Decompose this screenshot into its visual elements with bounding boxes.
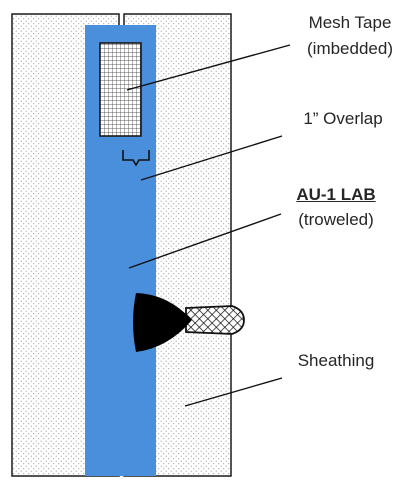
label-product-note: (troweled) xyxy=(298,210,374,229)
label-mesh-tape: Mesh Tape (imbedded) xyxy=(296,12,404,60)
label-overlap-text: 1” Overlap xyxy=(303,109,383,128)
leader-overlap xyxy=(140,135,283,181)
label-sheathing: Sheathing xyxy=(284,350,388,372)
label-mesh-tape-line2: (imbedded) xyxy=(307,39,393,58)
overlap-brace xyxy=(122,150,150,167)
label-product-name: AU-1 LAB xyxy=(296,185,376,204)
label-au1-lab: AU-1 LAB (troweled) xyxy=(284,184,388,231)
label-mesh-tape-line1: Mesh Tape xyxy=(308,13,392,32)
label-sheathing-text: Sheathing xyxy=(297,351,375,370)
leader-sheathing xyxy=(184,377,283,407)
trowel-icon xyxy=(133,293,245,352)
mesh-tape xyxy=(99,42,142,137)
leader-mesh-tape xyxy=(126,44,291,91)
leader-au1-lab xyxy=(128,213,282,269)
label-overlap: 1” Overlap xyxy=(288,108,398,130)
